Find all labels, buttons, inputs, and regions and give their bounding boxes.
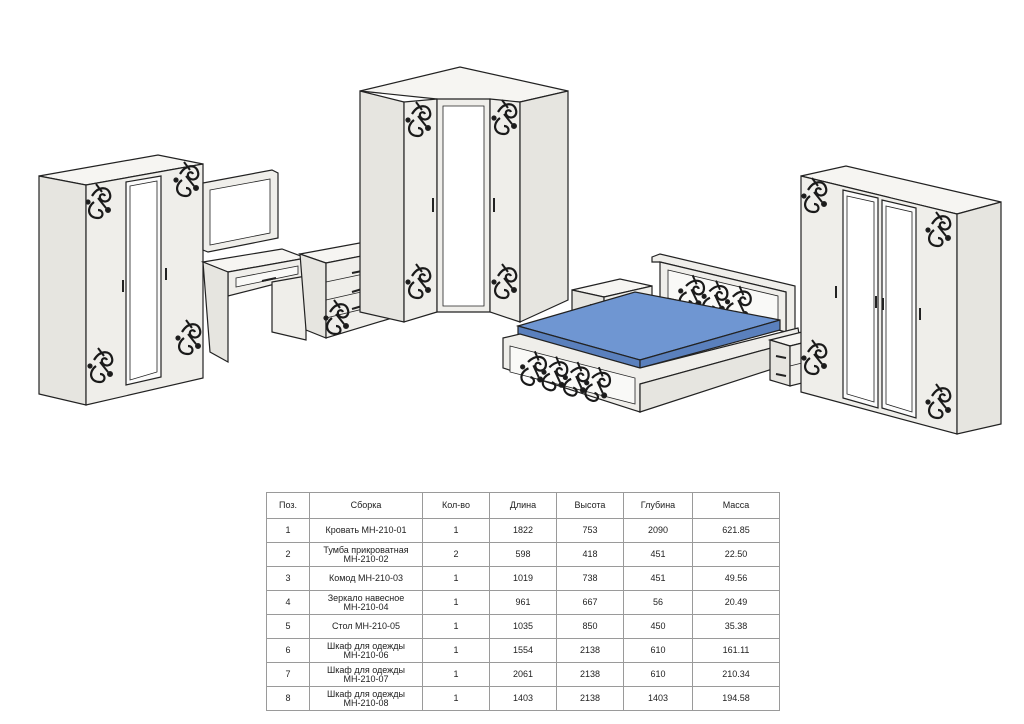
bed-mh-210-01	[502, 253, 801, 413]
header-mass: Масса	[692, 492, 780, 519]
table-header-row: Поз. Сборка Кол-во Длина Высота Глубина …	[266, 492, 780, 519]
header-depth: Глубина	[623, 492, 693, 519]
table-row: 4 Зеркало навесное МН-210-04 1 961 667 5…	[266, 590, 780, 615]
cell-qty: 1	[422, 590, 490, 615]
table-row: 6 Шкаф для одежды МН-210-06 1 1554 2138 …	[266, 638, 780, 663]
cell-pos: 4	[266, 590, 310, 615]
cell-mass: 194.58	[692, 686, 780, 711]
cell-mass: 210.34	[692, 662, 780, 687]
cell-length: 1035	[489, 614, 557, 639]
cell-pos: 6	[266, 638, 310, 663]
cell-name: Шкаф для одежды МН-210-08	[309, 686, 423, 711]
cell-pos: 7	[266, 662, 310, 687]
cell-mass: 49.56	[692, 566, 780, 591]
corner-wardrobe-mh-210-08	[359, 66, 569, 323]
cell-qty: 1	[422, 638, 490, 663]
cell-height: 738	[556, 566, 624, 591]
cell-name: Тумба прикроватная МН-210-02	[309, 542, 423, 567]
cell-mass: 35.38	[692, 614, 780, 639]
header-length: Длина	[489, 492, 557, 519]
cell-height: 753	[556, 518, 624, 543]
header-quantity: Кол-во	[422, 492, 490, 519]
header-height: Высота	[556, 492, 624, 519]
cell-depth: 2090	[623, 518, 693, 543]
cell-length: 598	[489, 542, 557, 567]
wardrobe-mh-210-07	[800, 165, 1002, 435]
cell-qty: 1	[422, 518, 490, 543]
cell-height: 2138	[556, 686, 624, 711]
cell-height: 850	[556, 614, 624, 639]
cell-pos: 8	[266, 686, 310, 711]
cell-name: Стол МН-210-05	[309, 614, 423, 639]
cell-depth: 1403	[623, 686, 693, 711]
cell-height: 418	[556, 542, 624, 567]
cell-height: 667	[556, 590, 624, 615]
cell-length: 961	[489, 590, 557, 615]
cell-pos: 5	[266, 614, 310, 639]
cell-depth: 451	[623, 542, 693, 567]
cell-depth: 450	[623, 614, 693, 639]
cell-pos: 2	[266, 542, 310, 567]
cell-mass: 20.49	[692, 590, 780, 615]
cell-height: 2138	[556, 662, 624, 687]
cell-name: Комод МН-210-03	[309, 566, 423, 591]
cell-depth: 610	[623, 662, 693, 687]
table-row: 5 Стол МН-210-05 1 1035 850 450 35.38	[266, 614, 780, 639]
cell-pos: 3	[266, 566, 310, 591]
table-row: 2 Тумба прикроватная МН-210-02 2 598 418…	[266, 542, 780, 567]
mirror-mh-210-04	[202, 169, 279, 253]
cell-depth: 610	[623, 638, 693, 663]
table-mh-210-05	[200, 248, 309, 364]
cell-length: 1019	[489, 566, 557, 591]
cell-name: Кровать МН-210-01	[309, 518, 423, 543]
cell-length: 1822	[489, 518, 557, 543]
furniture-set-illustration	[38, 66, 1002, 435]
cell-name: Шкаф для одежды МН-210-06	[309, 638, 423, 663]
cell-name: Шкаф для одежды МН-210-07	[309, 662, 423, 687]
wardrobe-mh-210-06	[38, 154, 204, 406]
table-row: 1 Кровать МН-210-01 1 1822 753 2090 621.…	[266, 518, 780, 543]
specification-table: Поз. Сборка Кол-во Длина Высота Глубина …	[266, 492, 780, 711]
table-row: 8 Шкаф для одежды МН-210-08 1 1403 2138 …	[266, 686, 780, 711]
table-row: 7 Шкаф для одежды МН-210-07 1 2061 2138 …	[266, 662, 780, 687]
cell-qty: 1	[422, 614, 490, 639]
cell-mass: 161.11	[692, 638, 780, 663]
cell-depth: 451	[623, 566, 693, 591]
cell-length: 2061	[489, 662, 557, 687]
cell-name: Зеркало навесное МН-210-04	[309, 590, 423, 615]
cell-pos: 1	[266, 518, 310, 543]
table-row: 3 Комод МН-210-03 1 1019 738 451 49.56	[266, 566, 780, 591]
cell-length: 1554	[489, 638, 557, 663]
cell-qty: 2	[422, 542, 490, 567]
cell-qty: 1	[422, 662, 490, 687]
cell-qty: 1	[422, 686, 490, 711]
cell-height: 2138	[556, 638, 624, 663]
cell-depth: 56	[623, 590, 693, 615]
cell-length: 1403	[489, 686, 557, 711]
cell-qty: 1	[422, 566, 490, 591]
header-assembly: Сборка	[309, 492, 423, 519]
cell-mass: 22.50	[692, 542, 780, 567]
header-pos: Поз.	[266, 492, 310, 519]
cell-mass: 621.85	[692, 518, 780, 543]
